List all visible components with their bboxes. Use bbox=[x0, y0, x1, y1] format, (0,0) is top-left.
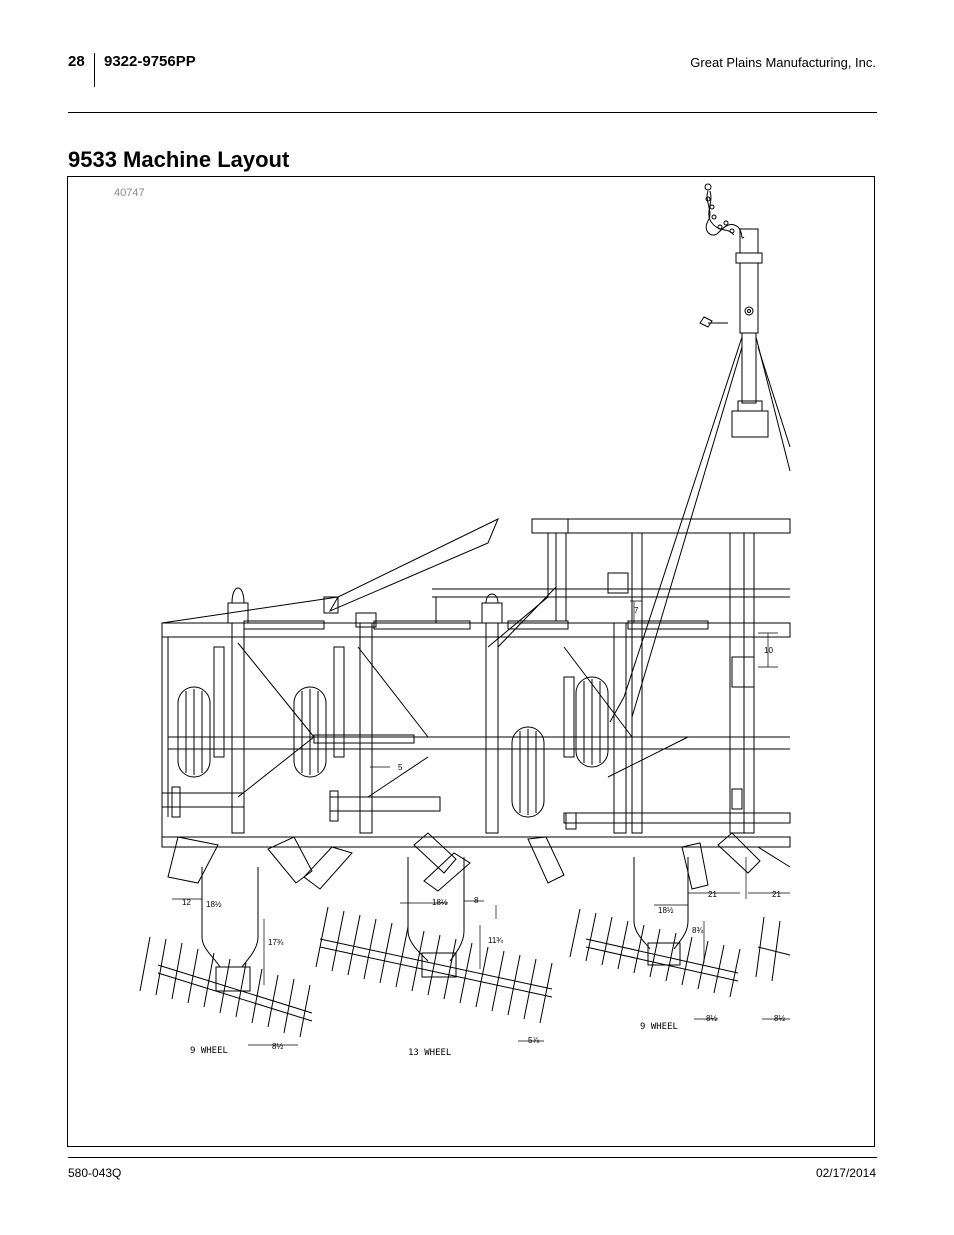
dim-5: 5 bbox=[398, 763, 403, 772]
header-rule bbox=[68, 112, 877, 113]
hydraulic-cylinders bbox=[213, 620, 709, 758]
label-9-wheel-right: 9 WHEEL bbox=[640, 1022, 678, 1032]
footer-rule bbox=[68, 1157, 877, 1158]
company-name: Great Plains Manufacturing, Inc. bbox=[690, 55, 876, 70]
figure-number: 40747 bbox=[114, 187, 145, 199]
dim-18-left: 18½ bbox=[206, 900, 222, 909]
dim-21-a: 21 bbox=[708, 890, 717, 899]
drawing-labels: 9 WHEEL 13 WHEEL 9 WHEEL 7 10 5 12 18½ 1… bbox=[182, 606, 785, 1058]
dim-10: 10 bbox=[764, 646, 773, 655]
dim-8-half-far-right: 8½ bbox=[774, 1014, 785, 1023]
part-number: 580-043Q bbox=[68, 1166, 122, 1180]
dim-8-3-4: 8¾ bbox=[692, 926, 703, 935]
machine-layout-drawing: 9 WHEEL 13 WHEEL 9 WHEEL 7 10 5 12 18½ 1… bbox=[139, 183, 791, 1058]
page-number: 28 bbox=[68, 53, 85, 70]
dim-8: 8 bbox=[474, 896, 479, 905]
publication-date: 02/17/2014 bbox=[815, 1166, 876, 1180]
dim-5-7-8: 5⅞ bbox=[528, 1036, 539, 1045]
dim-12: 12 bbox=[182, 898, 191, 907]
dimension-lines bbox=[172, 600, 790, 1046]
dim-17-3-4: 17¾ bbox=[268, 938, 284, 947]
figure-frame: 40747 bbox=[67, 176, 875, 1147]
dim-18-center: 18½ bbox=[432, 898, 448, 907]
dim-8-half-lower-right: 8½ bbox=[706, 1014, 717, 1023]
document-code: 9322-9756PP bbox=[104, 53, 196, 70]
lift-arms bbox=[227, 572, 755, 834]
axle-beams bbox=[161, 786, 743, 830]
dim-11-3-4: 11¾ bbox=[488, 936, 503, 945]
hitch-assembly bbox=[609, 183, 791, 723]
transport-tires bbox=[177, 676, 609, 818]
label-9-wheel-left: 9 WHEEL bbox=[190, 1046, 228, 1056]
rake-assemblies bbox=[139, 857, 791, 1038]
disc-gangs bbox=[167, 832, 791, 892]
page-title: 9533 Machine Layout bbox=[68, 147, 290, 172]
dim-21-b: 21 bbox=[772, 890, 781, 899]
header-divider bbox=[94, 53, 95, 87]
dim-7: 7 bbox=[634, 606, 639, 615]
dim-8-half-lower-left: 8½ bbox=[272, 1042, 283, 1051]
main-frame bbox=[161, 517, 791, 848]
dim-18-right: 18½ bbox=[658, 906, 674, 915]
label-13-wheel: 13 WHEEL bbox=[408, 1048, 451, 1058]
